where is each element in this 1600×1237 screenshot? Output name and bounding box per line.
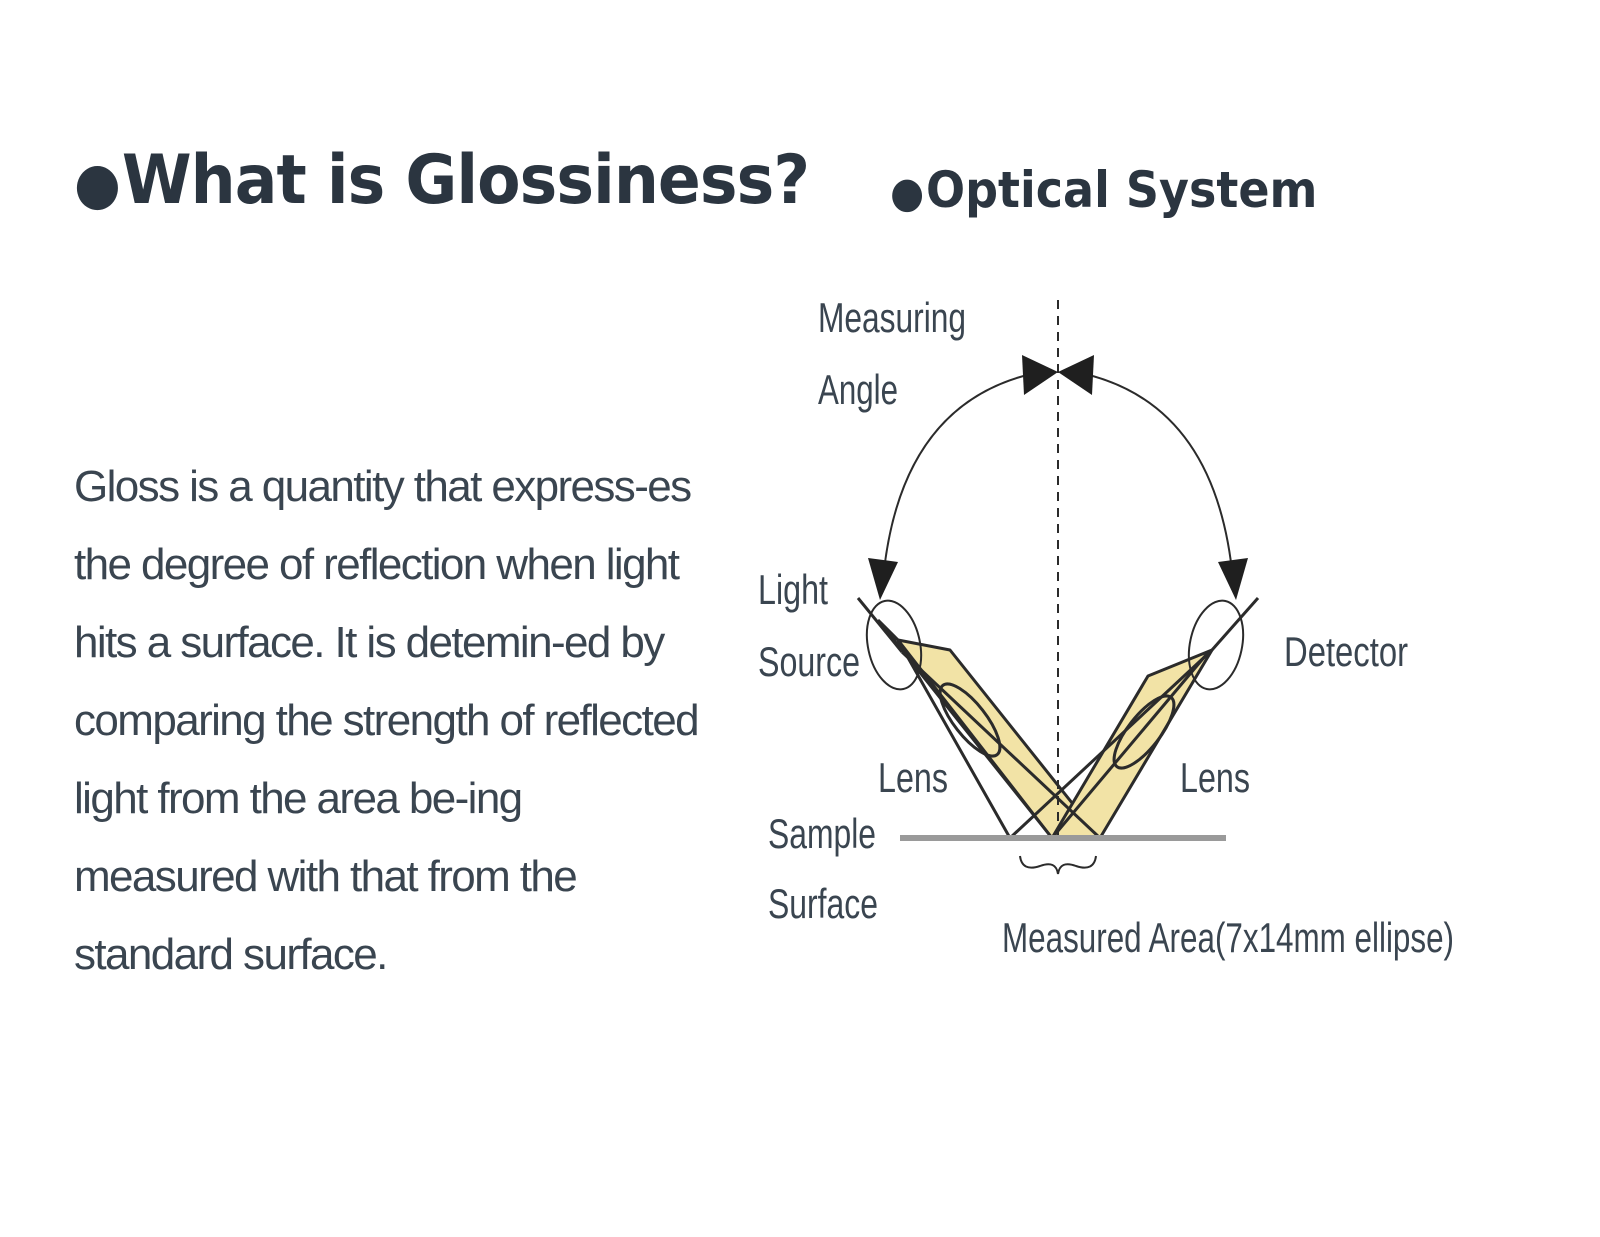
bullet-icon: ● <box>74 149 121 217</box>
detector-icon <box>1187 599 1245 691</box>
arrowhead-right-top <box>1058 355 1094 395</box>
measured-area-brace <box>1019 855 1097 875</box>
light-source-label-line1: Light <box>758 566 828 613</box>
arrowhead-right-bottom <box>1218 558 1248 600</box>
arrowhead-left-top <box>1022 355 1058 395</box>
lens-right-icon <box>1112 694 1176 770</box>
detector-housing-line <box>1210 597 1260 651</box>
light-source-housing-line <box>856 597 904 653</box>
bullet-icon: ● <box>890 169 925 218</box>
reflected-ray-inner <box>1050 654 1208 839</box>
measured-area-label: Measured Area(7x14mm ellipse) <box>1002 914 1454 961</box>
sample-surface-label-line1: Sample <box>768 810 876 857</box>
glossiness-heading: ●What is Glossiness? <box>74 140 810 222</box>
lens-left-icon <box>938 682 1002 758</box>
optical-system-heading-text: Optical System <box>925 161 1318 219</box>
lens-left-label: Lens <box>878 754 948 801</box>
reflected-ray <box>1008 648 1214 840</box>
light-source-label-line2: Source <box>758 638 860 685</box>
lens-right-label: Lens <box>1180 754 1250 801</box>
detector-label: Detector <box>1284 628 1408 675</box>
light-source-icon <box>865 599 923 691</box>
measuring-angle-label-line2: Angle <box>818 366 898 413</box>
glossiness-heading-text: What is Glossiness? <box>121 141 810 220</box>
optical-system-heading: ●Optical System <box>890 160 1317 220</box>
arrowhead-left-bottom <box>868 558 898 600</box>
gloss-definition-paragraph: Gloss is a quantity that express-es the … <box>74 462 700 979</box>
measuring-angle-arc <box>882 371 1041 581</box>
sample-surface-label-line2: Surface <box>768 880 878 927</box>
measuring-angle-label-line1: Measuring <box>818 294 966 341</box>
measuring-angle-arc-right <box>1075 371 1234 581</box>
